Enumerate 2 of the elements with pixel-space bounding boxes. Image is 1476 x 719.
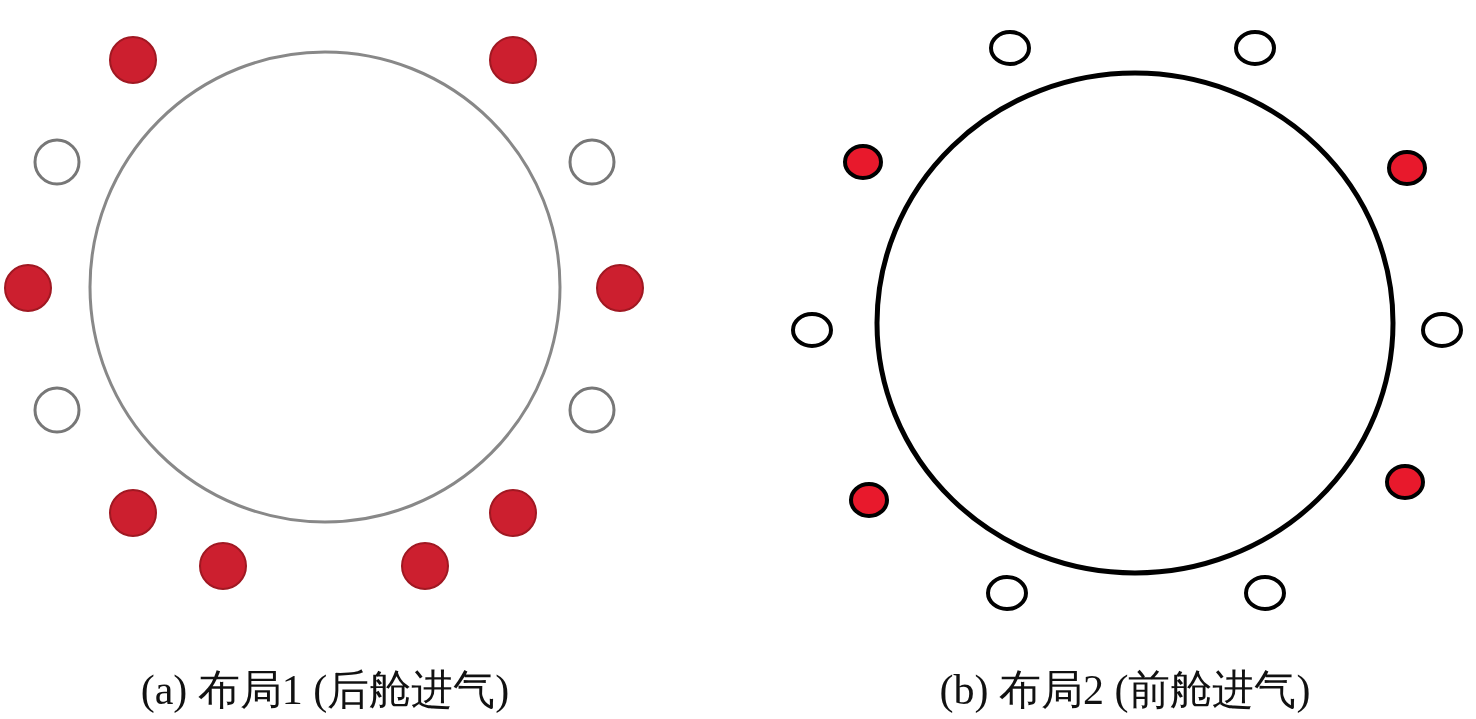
figure-caption: (b) 布局2 (前舱进气) xyxy=(939,666,1311,715)
figure-caption: (a) 布局1 (后舱进气) xyxy=(140,666,510,715)
